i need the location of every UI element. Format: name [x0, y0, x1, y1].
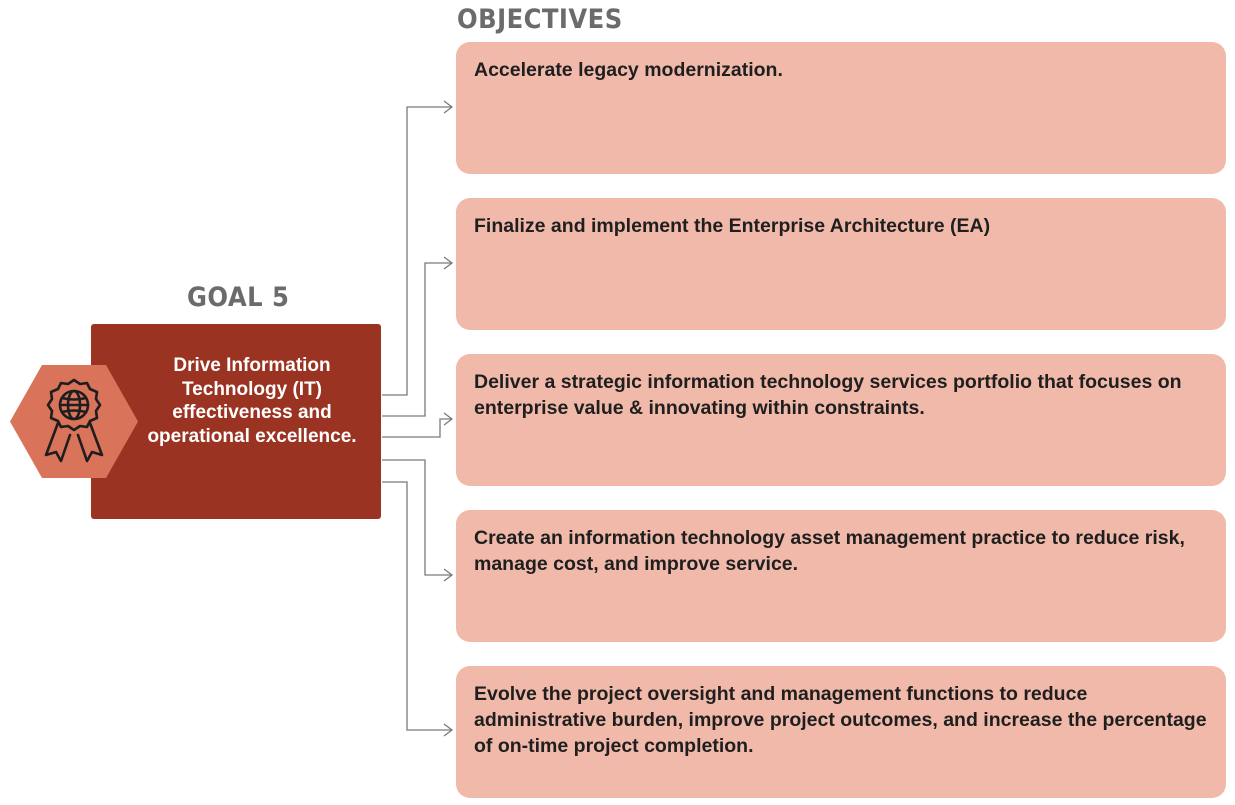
objective-box-4: Create an information technology asset m…	[456, 510, 1226, 642]
goal-box: Drive Information Technology (IT) effect…	[91, 324, 381, 519]
objectives-heading: OBJECTIVES	[457, 4, 623, 35]
objective-box-3: Deliver a strategic information technolo…	[456, 354, 1226, 486]
objective-box-1: Accelerate legacy modernization.	[456, 42, 1226, 174]
objective-text-2: Finalize and implement the Enterprise Ar…	[474, 215, 991, 237]
objective-box-2: Finalize and implement the Enterprise Ar…	[456, 198, 1226, 330]
objective-text-5: Evolve the project oversight and managem…	[474, 683, 1207, 757]
objective-text-1: Accelerate legacy modernization.	[474, 59, 783, 81]
objective-text-3: Deliver a strategic information technolo…	[474, 371, 1182, 419]
globe-award-ribbon-icon	[10, 365, 138, 478]
goal-heading: GOAL 5	[187, 282, 290, 313]
goal-text: Drive Information Technology (IT) effect…	[147, 355, 357, 447]
objective-text-4: Create an information technology asset m…	[474, 527, 1185, 575]
objective-box-5: Evolve the project oversight and managem…	[456, 666, 1226, 798]
